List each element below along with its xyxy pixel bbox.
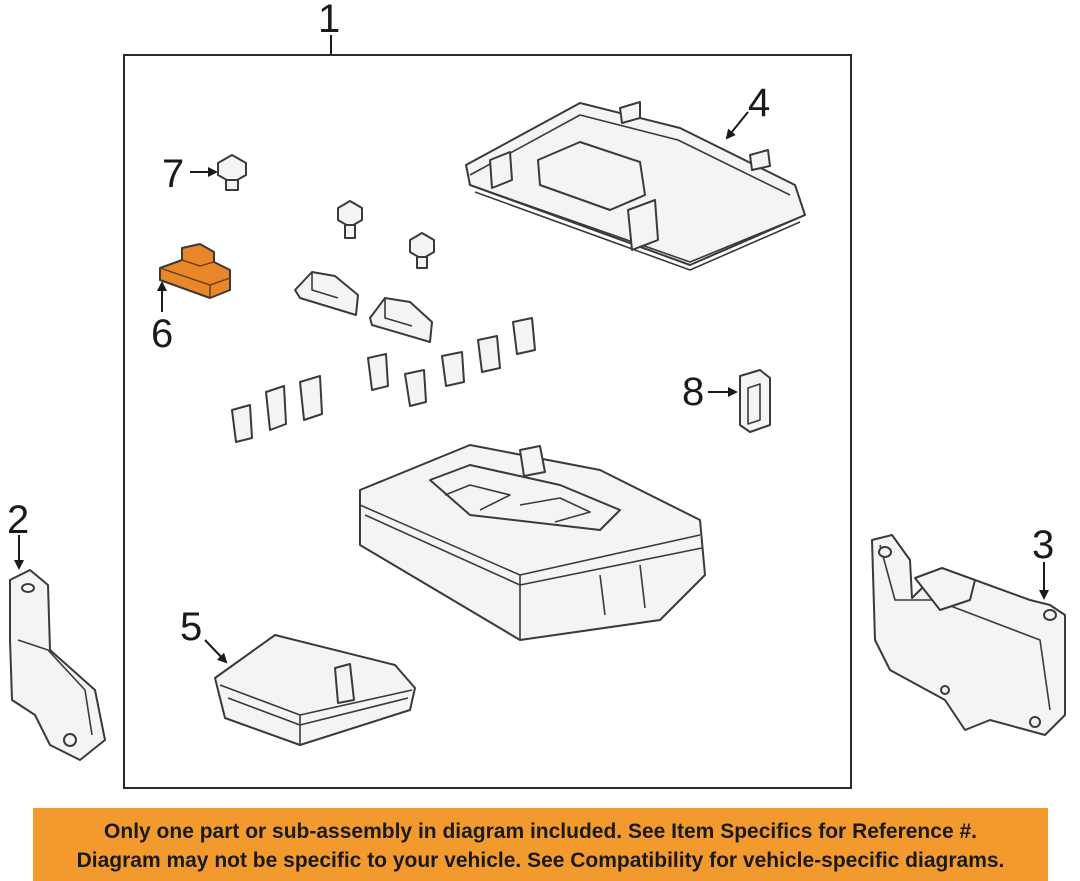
part-6-highlighted [159, 243, 231, 299]
part-3-right-bracket [871, 534, 1066, 736]
fuse [404, 369, 427, 407]
callout-8: 8 [682, 370, 704, 414]
callout-4-leader [725, 111, 749, 140]
loose-bolt [337, 200, 363, 239]
callout-6: 6 [151, 312, 173, 356]
callout-2: 2 [7, 498, 29, 542]
notice-line-1: Only one part or sub-assembly in diagram… [104, 820, 977, 843]
callout-1: 1 [318, 0, 340, 41]
fuse [265, 385, 287, 431]
fuse-box-body [359, 444, 706, 641]
relay [369, 297, 433, 343]
callout-7: 7 [162, 152, 184, 196]
notice-line-2: Diagram may not be specific to your vehi… [76, 849, 1005, 872]
fuse [477, 335, 501, 373]
callout-5-leader [204, 639, 228, 664]
part-5-lower-case [214, 634, 416, 746]
fuse [367, 353, 389, 391]
part-7-bolt [217, 154, 247, 191]
part-2-left-bracket [9, 569, 106, 761]
fuse [231, 404, 253, 443]
loose-bolt [409, 232, 435, 269]
assembly-frame [123, 54, 852, 789]
fuse [512, 317, 536, 355]
callout-5: 5 [180, 605, 202, 649]
callout-4: 4 [748, 81, 770, 125]
callout-3: 3 [1032, 523, 1054, 567]
fuse [441, 351, 465, 387]
relay [294, 271, 359, 316]
fuse [299, 375, 323, 421]
part-8-clip [739, 369, 771, 433]
compatibility-notice-banner: Only one part or sub-assembly in diagram… [33, 808, 1048, 881]
part-4-cover [465, 101, 806, 271]
parts-diagram: 1 4 7 6 [7, 0, 1066, 789]
